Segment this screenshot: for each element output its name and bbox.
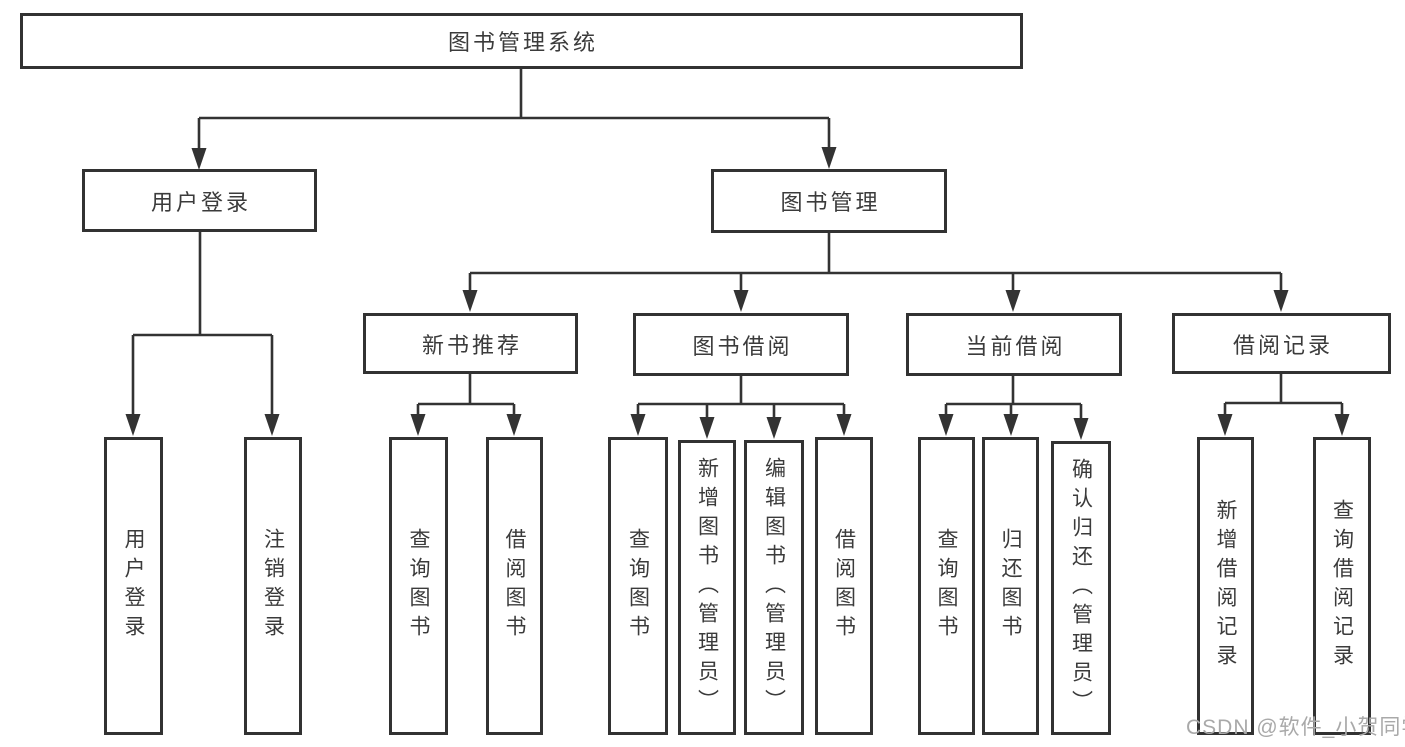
node-borrow-record: 借阅记录 [1172, 313, 1391, 374]
leaf-query-book-recommend: 查询图书 [389, 437, 448, 735]
leaf-label: 用户登录 [122, 528, 145, 644]
leaf-label: 查询借阅记录 [1330, 499, 1354, 673]
leaf-label: 借阅图书 [832, 528, 856, 644]
leaf-label: 新增借阅记录 [1214, 499, 1237, 673]
node-label: 图书借阅 [692, 333, 793, 359]
edges-current-borrow-branch [938, 376, 1089, 440]
node-label: 图书管理系统 [447, 30, 598, 55]
leaf-label: 查询图书 [935, 528, 958, 644]
leaf-confirm-return-admin: 确认归还（管理员） [1051, 441, 1111, 735]
leaf-label: 注销登录 [261, 528, 285, 644]
leaf-borrow-book-recommend: 借阅图书 [486, 437, 543, 735]
leaf-borrow-book: 借阅图书 [815, 437, 873, 735]
leaf-label: 归还图书 [999, 528, 1022, 644]
leaf-label: 查询图书 [626, 528, 650, 644]
node-label: 用户登录 [150, 189, 251, 215]
node-label: 当前借阅 [965, 333, 1066, 359]
edges-book-management-branch [462, 233, 1289, 312]
node-new-book-recommend: 新书推荐 [363, 313, 578, 374]
node-library-management-system: 图书管理系统 [20, 13, 1023, 69]
edges-root-to-level2 [191, 69, 837, 170]
leaf-label: 新增图书（管理员） [695, 457, 719, 718]
leaf-add-borrow-record: 新增借阅记录 [1197, 437, 1254, 735]
edges-new-book-recommend-branch [410, 374, 522, 436]
leaf-return-book: 归还图书 [982, 437, 1039, 735]
edges-borrow-record-branch [1217, 374, 1350, 436]
node-book-borrow: 图书借阅 [633, 313, 849, 376]
node-label: 图书管理 [780, 190, 881, 215]
leaf-label: 确认归还（管理员） [1069, 457, 1093, 719]
leaf-label: 编辑图书（管理员） [762, 457, 786, 718]
leaf-query-borrow-record: 查询借阅记录 [1313, 437, 1371, 735]
leaf-logout-login: 注销登录 [244, 437, 302, 735]
leaf-edit-book-admin: 编辑图书（管理员） [744, 440, 804, 735]
leaf-query-book-current: 查询图书 [918, 437, 975, 735]
edges-user-login-branch [125, 232, 280, 436]
node-user-login: 用户登录 [82, 169, 317, 232]
leaf-user-login: 用户登录 [104, 437, 163, 735]
csdn-watermark: CSDN @软件_小贺同学 [1186, 716, 1405, 739]
edges-book-borrow-branch [630, 376, 852, 439]
leaf-label: 借阅图书 [503, 528, 526, 644]
leaf-label: 查询图书 [407, 528, 430, 644]
node-book-management: 图书管理 [711, 169, 947, 233]
leaf-add-book-admin: 新增图书（管理员） [678, 440, 736, 735]
leaf-query-book-borrow: 查询图书 [608, 437, 668, 735]
node-label: 借阅记录 [1232, 332, 1333, 358]
node-label: 新书推荐 [421, 332, 522, 358]
node-current-borrow: 当前借阅 [906, 313, 1122, 376]
